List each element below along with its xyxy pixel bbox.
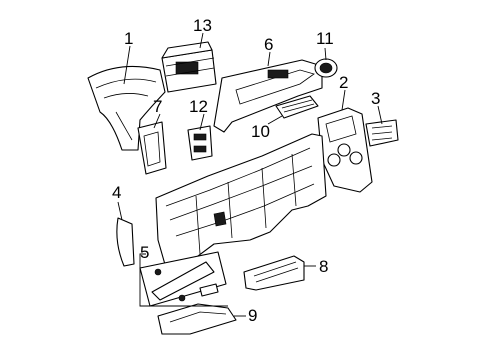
callout-8: 8 xyxy=(319,257,328,276)
callout-3: 3 xyxy=(371,89,380,108)
callout-12: 12 xyxy=(189,97,208,116)
callout-6: 6 xyxy=(264,35,273,54)
callout-9: 9 xyxy=(248,306,257,325)
callout-1: 1 xyxy=(124,29,133,48)
callout-7: 7 xyxy=(153,97,162,116)
leader-lines xyxy=(117,32,383,317)
callout-5: 5 xyxy=(140,243,149,262)
part-11-air-vent xyxy=(314,58,338,78)
part-7-side-trim xyxy=(137,121,167,175)
callout-13: 13 xyxy=(193,16,212,35)
part-13-display-module xyxy=(161,41,217,93)
callout-labels: 1 2 3 4 5 6 7 8 9 10 11 12 13 xyxy=(112,16,380,325)
part-2-center-bezel xyxy=(317,107,373,193)
callout-11: 11 xyxy=(316,29,334,48)
part-12-switch-panel xyxy=(187,125,213,161)
part-3-trim-plate xyxy=(365,119,399,147)
part-5-knee-bolster xyxy=(139,251,227,307)
part-8-lower-trim xyxy=(243,255,305,291)
part-9-column-cover xyxy=(157,303,237,335)
callout-10: 10 xyxy=(251,122,270,141)
callout-4: 4 xyxy=(112,183,121,202)
callout-2: 2 xyxy=(339,73,348,92)
part-6-upper-trim-panel xyxy=(213,59,323,133)
part-1-cluster-bezel xyxy=(87,65,166,151)
instrument-panel-frame xyxy=(155,133,327,269)
part-10-center-vent xyxy=(275,95,319,119)
part-4-end-cap xyxy=(116,217,135,267)
